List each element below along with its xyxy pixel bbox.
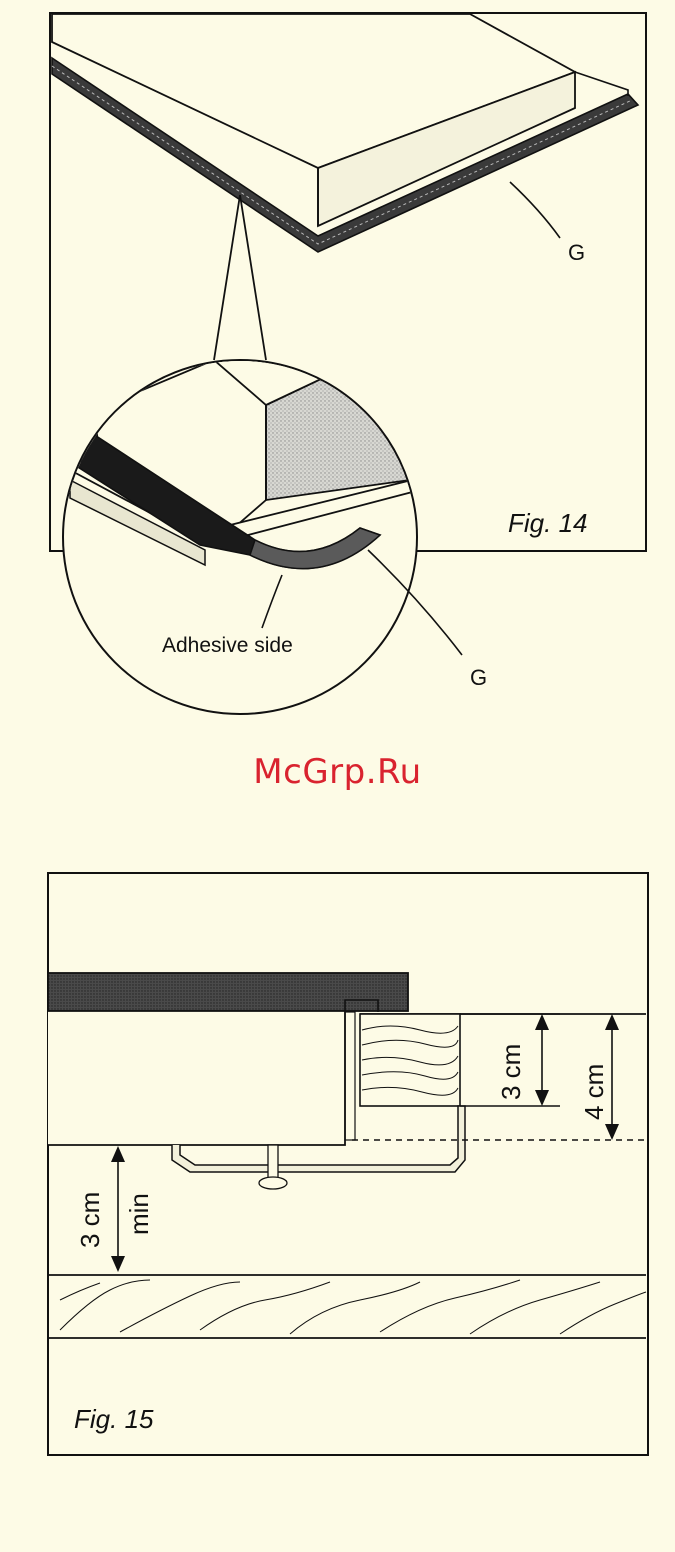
hob-body [48, 1011, 345, 1145]
fixing-screw [268, 1145, 278, 1181]
fig15-caption: Fig. 15 [74, 1404, 154, 1434]
dim-3cm-min-suffix: min [124, 1193, 154, 1235]
detail-gasket-label: G [470, 665, 487, 690]
fig14-caption: Fig. 14 [508, 508, 588, 538]
fig15: 3 cm 4 cm 3 cm min Fig. 15 [48, 873, 648, 1455]
dim-3cm-min-value: 3 cm [75, 1192, 105, 1248]
fig14: G Adhesive side G Fig. 14 [50, 13, 646, 714]
hob-glass-top [48, 973, 408, 1011]
dim-3cm-label: 3 cm [496, 1044, 526, 1100]
adhesive-label: Adhesive side [162, 634, 293, 657]
watermark: McGrp.Ru [0, 752, 675, 792]
fig15-frame [48, 873, 648, 1455]
dim-4cm-label: 4 cm [579, 1064, 609, 1120]
gasket-label: G [568, 240, 585, 265]
